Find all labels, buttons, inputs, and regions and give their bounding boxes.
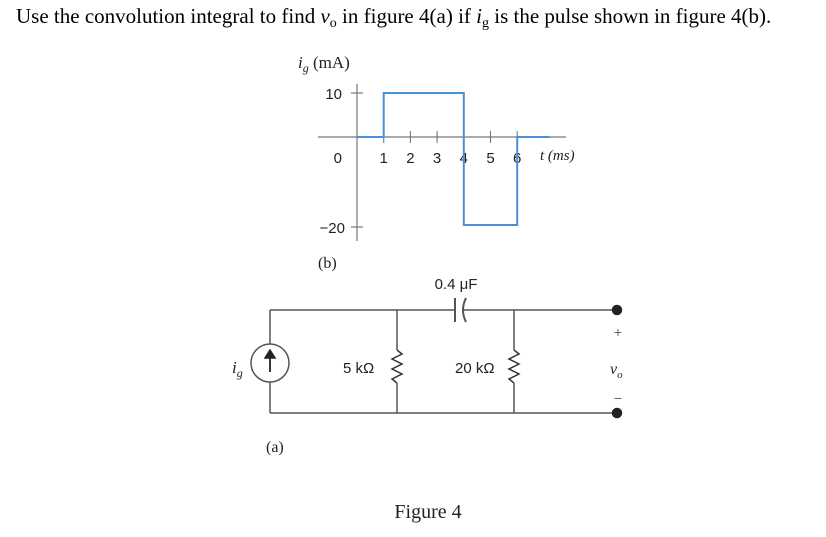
graph-ylabel: ig (mA) xyxy=(298,53,350,75)
question-text: Use the convolution integral to find vo … xyxy=(16,4,772,31)
resistor-20k-label: 20 kΩ xyxy=(455,360,495,377)
graph-ytick-label: −20 xyxy=(320,220,345,237)
graph-xtick-label: 3 xyxy=(433,150,441,167)
output-terminal-bottom xyxy=(611,407,623,419)
graph-xlabel: t (ms) xyxy=(540,148,575,164)
capacitor-label: 0.4 μF xyxy=(435,276,478,293)
circuit-diagram xyxy=(250,297,623,419)
figure-caption: Figure 4 xyxy=(394,501,461,523)
output-terminal-top xyxy=(611,304,623,316)
graph-ytick-label: 10 xyxy=(325,86,342,103)
current-source-icon xyxy=(250,343,290,383)
graph-caption: (b) xyxy=(318,255,337,272)
resistor-5k-icon xyxy=(390,349,404,384)
source-label: ig xyxy=(232,358,243,380)
graph-xtick-label: 5 xyxy=(486,150,494,167)
graph-xtick-label: 1 xyxy=(380,150,388,167)
output-voltage-label: vo xyxy=(610,361,623,381)
output-plus-sign: + xyxy=(614,324,622,340)
graph-ytick-label: 0 xyxy=(334,150,342,167)
resistor-5k-label: 5 kΩ xyxy=(343,360,374,377)
resistor-20k-icon xyxy=(507,349,521,384)
circuit-caption: (a) xyxy=(266,439,284,456)
output-minus-sign: − xyxy=(614,390,622,406)
graph-xtick-label: 2 xyxy=(406,150,414,167)
source-arrow-head xyxy=(263,348,277,359)
pulse-signal-line xyxy=(357,92,550,226)
